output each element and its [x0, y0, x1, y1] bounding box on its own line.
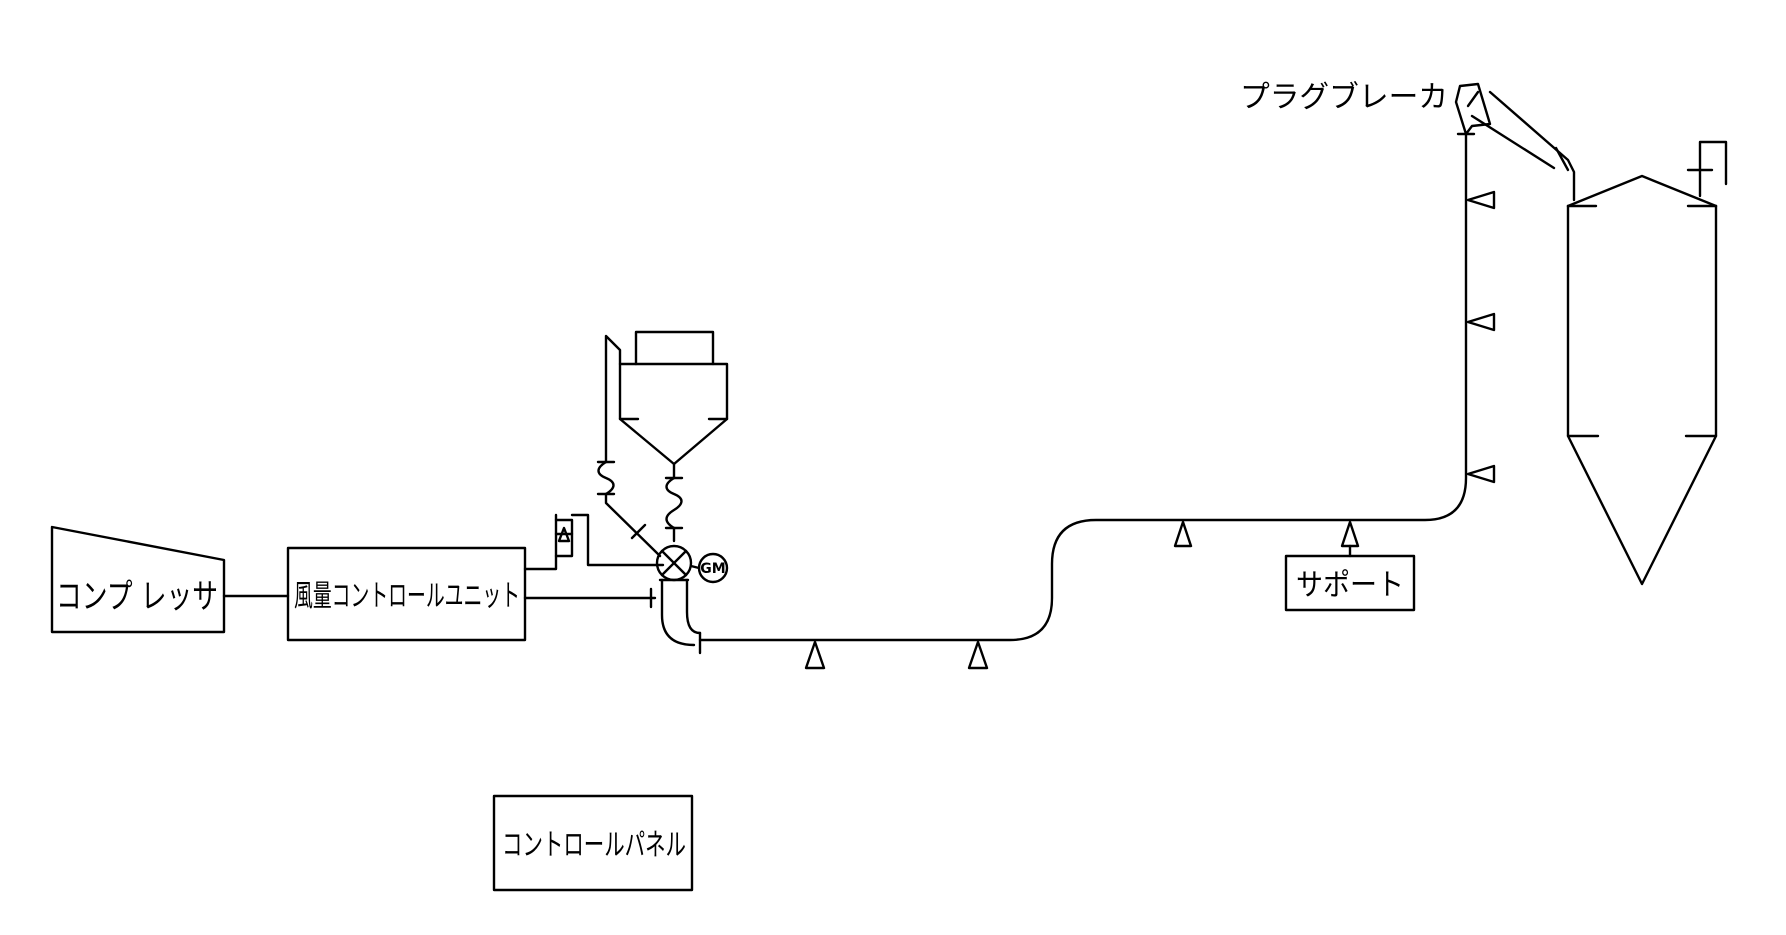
compressor: コンプ レッサ — [50, 525, 226, 634]
geared-motor-label: GM — [700, 561, 725, 577]
support-label: サポート — [1296, 568, 1404, 603]
control-panel-label: コントロールパネル — [502, 828, 686, 863]
conveying-pipeline — [698, 132, 1476, 642]
compressor-label: コンプ レッサ — [56, 577, 218, 617]
receiving-silo — [1566, 140, 1728, 586]
plug-breaker: プラグブレーカ — [1240, 80, 1576, 202]
airflow-control-unit: 風量コントロールユニット — [286, 546, 527, 642]
airflow-unit-label: 風量コントロールユニット — [294, 579, 520, 614]
rotary-feeder-valve: GM — [655, 544, 729, 584]
feeder-outlet-elbow — [660, 578, 702, 655]
plug-breaker-label: プラグブレーカ — [1240, 80, 1448, 115]
air-supply-lines — [523, 513, 665, 609]
support-box: サポート — [1284, 544, 1416, 612]
feed-hopper — [618, 330, 729, 543]
pipe-supports — [804, 190, 1496, 670]
control-panel: コントロールパネル — [492, 794, 694, 892]
hopper-vent-line — [596, 334, 662, 558]
